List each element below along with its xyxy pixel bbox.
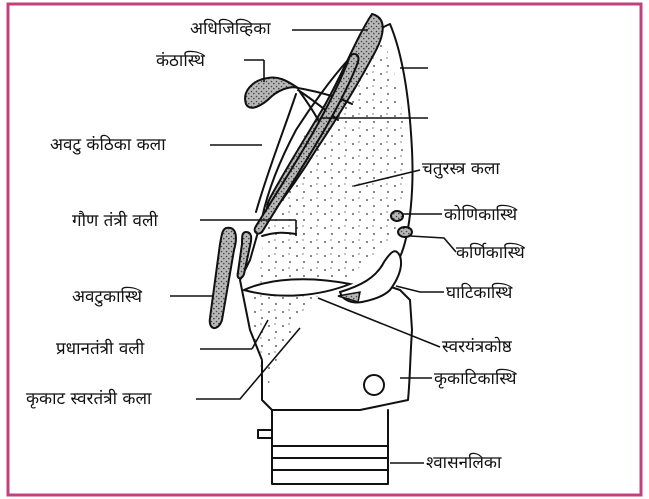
cricovocal-fill (248, 292, 320, 395)
label-epiglottis: अधिजिव्हिका (190, 18, 271, 39)
label-cuneiform: कर्णिकास्थि (456, 242, 526, 263)
label-trachea: श्वासनलिका (426, 452, 502, 473)
label-hyoid: कंठास्थि (156, 50, 206, 71)
cricoid-hole (364, 375, 384, 395)
label-cricovocal-membrane: कृकाट स्वरतंत्री कला (26, 388, 152, 409)
label-cricoid: कृकाटिकास्थि (434, 368, 518, 389)
label-corniculate: कोणिकास्थि (444, 204, 518, 225)
thyroid-lower-shape (210, 228, 236, 328)
label-ventricle: स्वरयंत्रकोष्ठ (442, 336, 513, 357)
label-quadrangular-membrane: चतुरस्त्र कला (422, 159, 500, 179)
trachea-shape (258, 410, 388, 484)
cuneiform-shape (398, 227, 412, 237)
thyroid-inner-bar (238, 232, 252, 278)
label-arytenoid: घाटिकास्थि (446, 282, 514, 303)
label-false-vocal-fold: गौण तंत्री वली (72, 210, 159, 231)
hyoid-shape (245, 77, 298, 107)
label-thyroid: अवटुकास्थि (72, 286, 143, 307)
label-thyrohyoid-membrane: अवटु कंठिका कला (50, 134, 166, 155)
label-true-vocal-fold: प्रधानतंत्री वली (56, 338, 145, 359)
corniculate-shape (391, 211, 403, 221)
